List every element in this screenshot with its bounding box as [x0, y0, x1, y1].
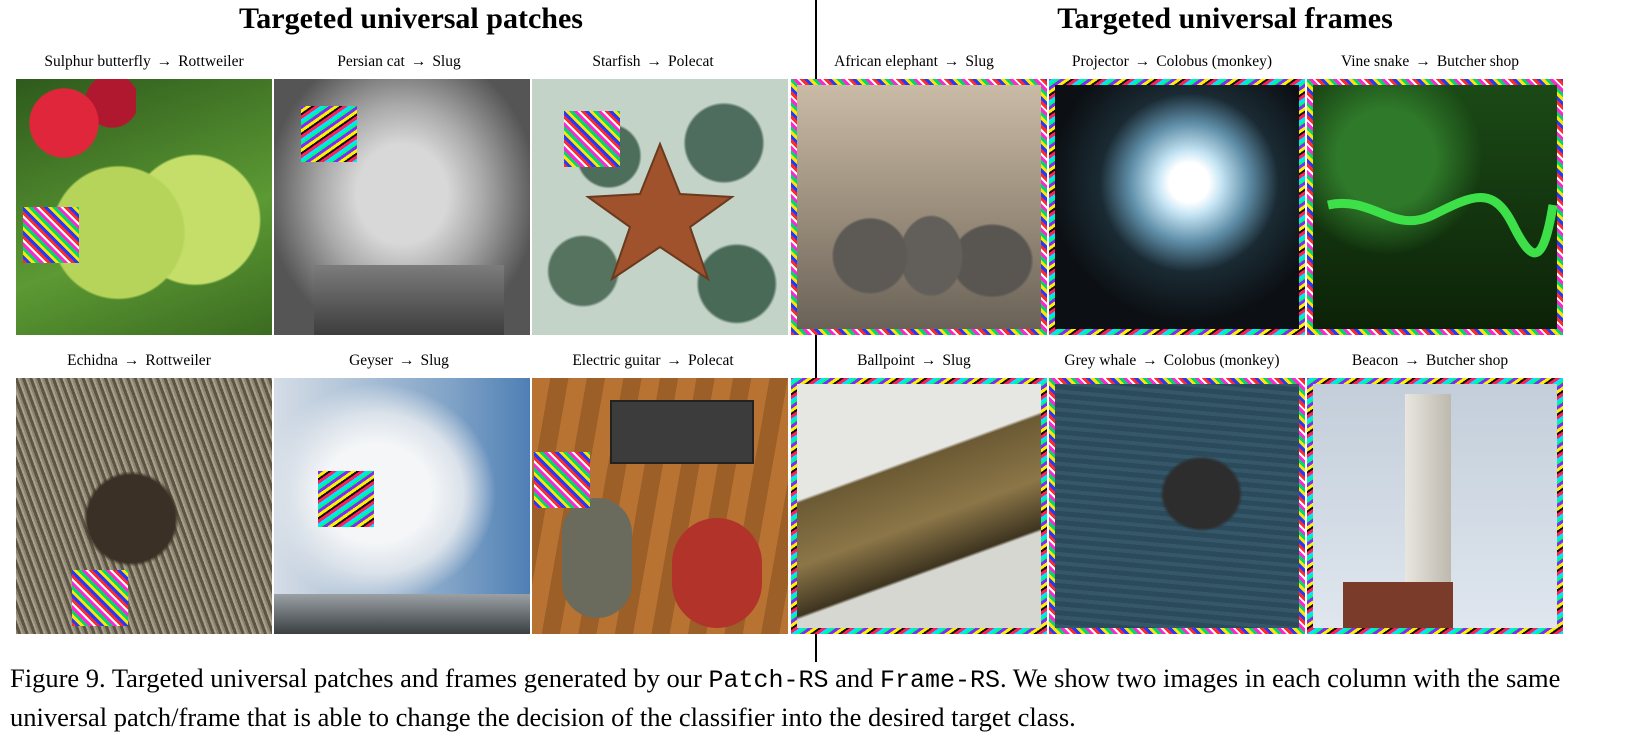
- method-name-patch-rs: Patch-RS: [708, 666, 829, 695]
- starfish-shape: [585, 141, 735, 282]
- photo-sulphur-butterfly: [16, 79, 272, 335]
- guitar-body-red: [672, 518, 762, 628]
- adversarial-patch: [72, 570, 128, 626]
- cell-caption: Grey whale→Colobus (monkey): [1064, 352, 1280, 369]
- cell-caption: Ballpoint→Slug: [857, 352, 971, 369]
- photo-ballpoint: [791, 378, 1047, 634]
- guitar-body-grey: [562, 498, 632, 618]
- adversarial-patch: [318, 471, 374, 527]
- photo-electric-guitar: [532, 378, 788, 634]
- effects-pedal: [610, 400, 754, 464]
- photo-starfish: [532, 79, 788, 335]
- cell-caption: Persian cat→Slug: [337, 53, 461, 70]
- photo-geyser: [274, 378, 530, 634]
- lighthouse-house: [1343, 582, 1453, 628]
- photo-grey-whale: [1049, 378, 1305, 634]
- photo-projector: [1049, 79, 1305, 335]
- cell-caption: Starfish→Polecat: [592, 53, 714, 70]
- photo-african-elephant: [791, 79, 1047, 335]
- adversarial-patch: [534, 452, 590, 508]
- cell-caption: Echidna→Rottweiler: [67, 352, 211, 369]
- cell-caption: Projector→Colobus (monkey): [1071, 53, 1273, 70]
- cell-caption: Beacon→Butcher shop: [1351, 352, 1509, 369]
- adversarial-patch: [301, 106, 357, 162]
- cell-caption: Electric guitar→Polecat: [572, 352, 734, 369]
- photo-vine-snake: [1307, 79, 1563, 335]
- photo-beacon: [1307, 378, 1563, 634]
- method-name-frame-rs: Frame-RS: [879, 666, 1001, 695]
- figure-caption: Figure 9. Targeted universal patches and…: [10, 663, 1561, 732]
- lighthouse-tower: [1405, 394, 1451, 594]
- cell-caption: African elephant→Slug: [834, 53, 994, 70]
- cell-caption: Geyser→Slug: [349, 352, 449, 369]
- photo-persian-cat: [274, 79, 530, 335]
- adversarial-patch: [23, 207, 79, 263]
- snake-shape: [1327, 193, 1557, 258]
- cell-caption: Vine snake→Butcher shop: [1340, 53, 1520, 70]
- photo-echidna: [16, 378, 272, 634]
- section-title-patches: Targeted universal patches: [239, 2, 583, 35]
- adversarial-patch: [564, 111, 620, 167]
- section-title-frames: Targeted universal frames: [1057, 2, 1393, 35]
- cell-caption: Sulphur butterfly→Rottweiler: [44, 53, 244, 70]
